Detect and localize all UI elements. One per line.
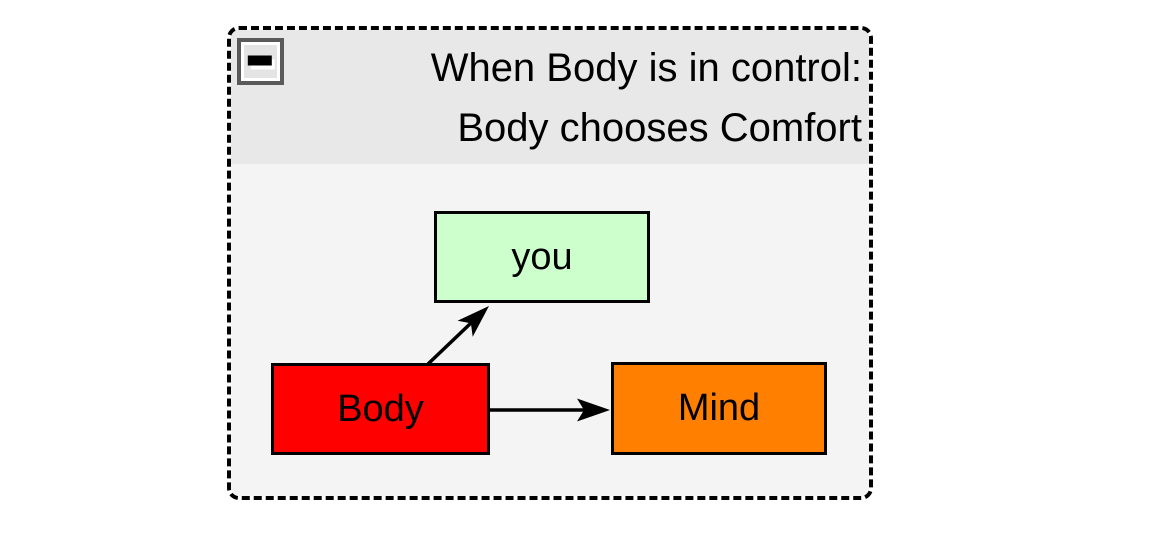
node-you-label: you [511, 235, 573, 278]
minus-icon [247, 55, 272, 65]
frame-title: When Body is in control: Body chooses Co… [291, 38, 862, 158]
frame-header: When Body is in control: Body chooses Co… [231, 30, 869, 164]
node-mind[interactable]: Mind [611, 362, 827, 455]
frame-title-line1: When Body is in control: [430, 46, 862, 90]
collapse-button[interactable] [237, 38, 284, 85]
node-mind-label: Mind [677, 387, 761, 429]
node-you[interactable]: you [434, 211, 650, 303]
frame-title-line2: Body chooses Comfort [457, 106, 862, 150]
node-body[interactable]: Body [271, 363, 490, 455]
node-body-label: Body [337, 387, 424, 430]
